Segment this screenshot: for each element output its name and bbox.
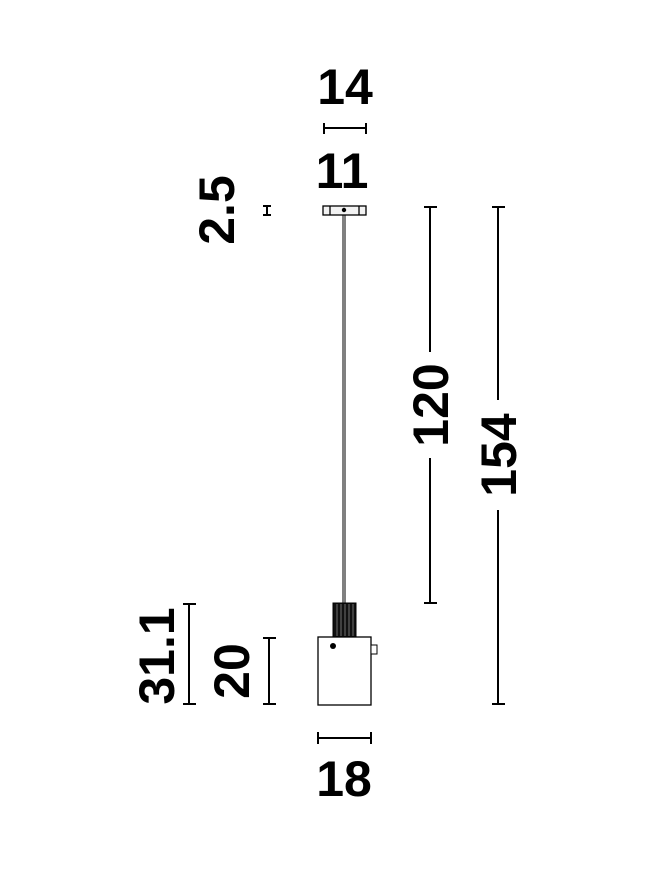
dim-canopy-inner-label: 11 — [316, 143, 369, 199]
dim-shade-width-label: 18 — [316, 751, 372, 807]
dim-shade-total-line — [183, 603, 196, 705]
canopy — [322, 205, 367, 216]
lamp-shade — [317, 636, 378, 706]
suspension-cable — [342, 215, 346, 604]
dim-shade-height-line — [263, 637, 276, 705]
dim-shade-width-line — [317, 732, 372, 744]
dim-cable-length-line — [424, 206, 437, 604]
dim-canopy-height-line — [263, 205, 271, 216]
dim-canopy-outer-line — [323, 123, 367, 134]
dim-cable-length-label: 120 — [403, 363, 459, 446]
dim-total-height-line — [492, 206, 505, 705]
dim-total-height-label: 154 — [471, 413, 527, 497]
lamp-holder — [332, 602, 357, 638]
dim-canopy-outer-label: 14 — [317, 59, 373, 115]
dim-canopy-height-label: 2.5 — [189, 175, 245, 245]
dim-shade-total-label: 31.1 — [129, 607, 185, 704]
dim-shade-height-label: 20 — [204, 643, 260, 699]
